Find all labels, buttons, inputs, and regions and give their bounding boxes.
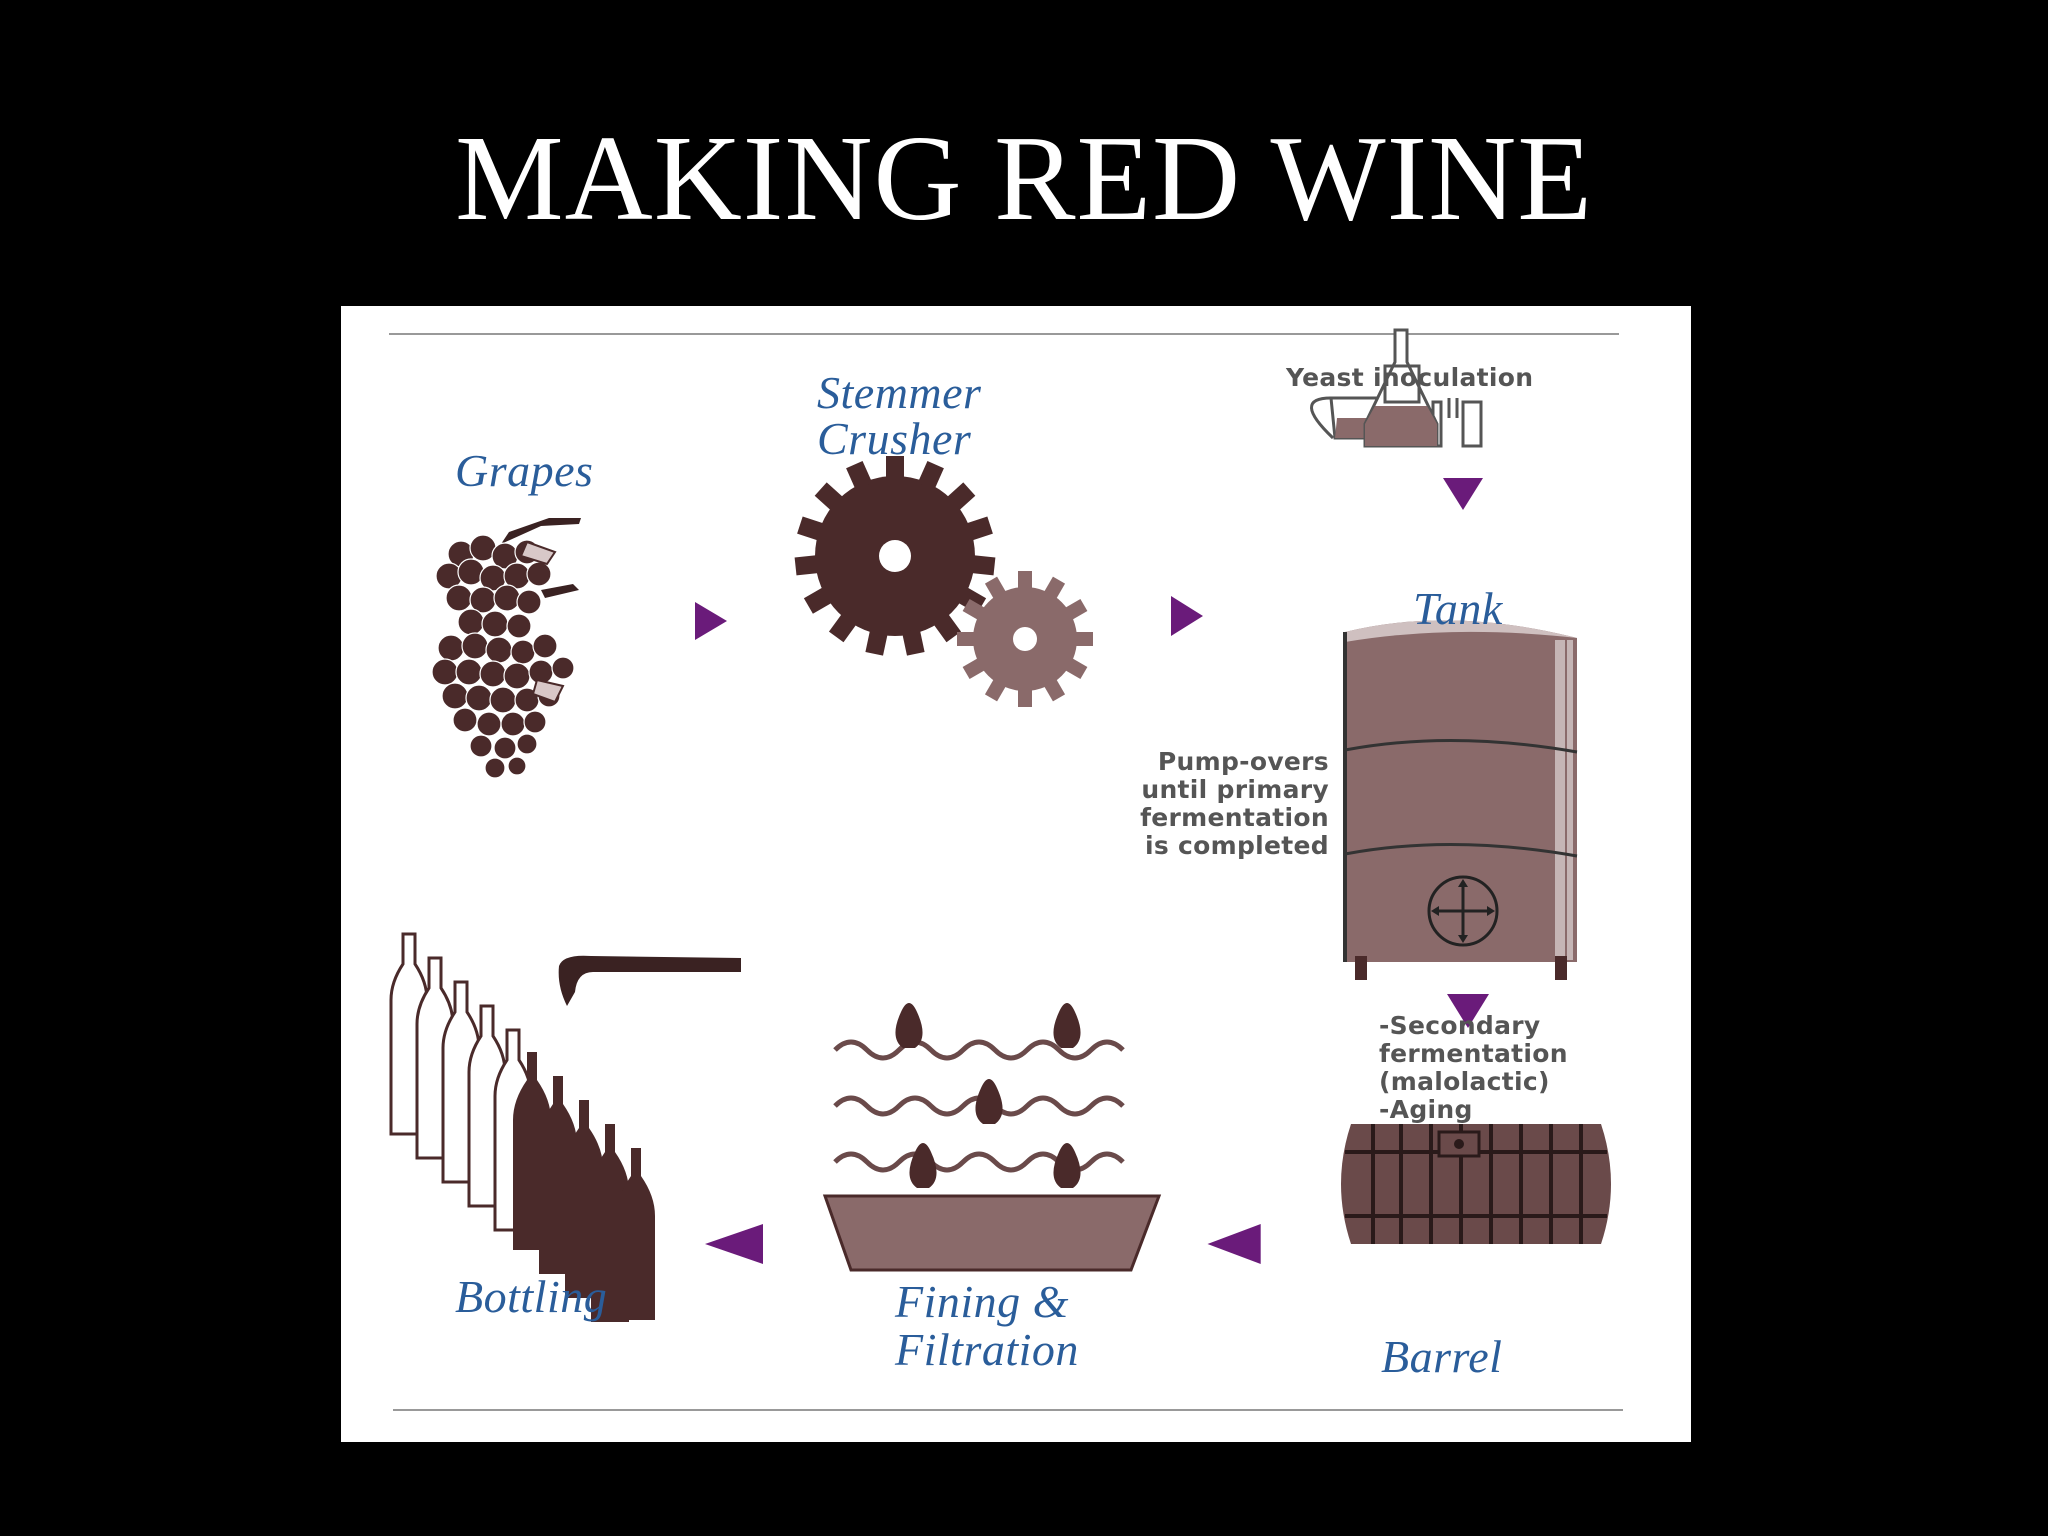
wine-process-diagram: Grapes Stemmer Crusher Yeast inoculation…	[341, 306, 1691, 1442]
lab-flasks-icon	[1310, 328, 1483, 448]
note-pump-overs: Pump-overs until primary fermentation is…	[1140, 747, 1329, 860]
note-yeast-inoculation: Yeast inoculation	[1286, 363, 1534, 392]
label-bottling: Bottling	[455, 1271, 608, 1322]
label-fining-filtration: Fining & Filtration	[895, 1276, 1079, 1375]
filter-tray-icon	[822, 1003, 1162, 1272]
label-barrel: Barrel	[1381, 1331, 1503, 1382]
label-grapes: Grapes	[455, 445, 594, 496]
triangle-arrow-icon	[1443, 478, 1483, 510]
triangle-arrow-icon	[1447, 994, 1489, 1028]
label-tank: Tank	[1413, 583, 1503, 634]
note-secondary-fermentation: -Secondary fermentation (malolactic) -Ag…	[1379, 1011, 1568, 1124]
fermentation-tank-icon	[1343, 620, 1578, 980]
bottles-icon	[389, 932, 741, 1322]
label-stemmer-crusher: Stemmer Crusher	[817, 367, 982, 464]
gears-icon	[794, 456, 1093, 707]
triangle-arrow-icon	[695, 602, 727, 640]
triangle-arrow-icon	[1207, 1224, 1261, 1264]
barrel-icon	[1341, 1124, 1611, 1244]
grapes-icon	[431, 518, 581, 779]
triangle-arrow-icon	[1171, 596, 1203, 636]
slide-title: MAKING RED WINE	[455, 111, 1593, 246]
triangle-arrow-icon	[705, 1224, 763, 1264]
diagram-canvas	[389, 328, 1623, 1411]
